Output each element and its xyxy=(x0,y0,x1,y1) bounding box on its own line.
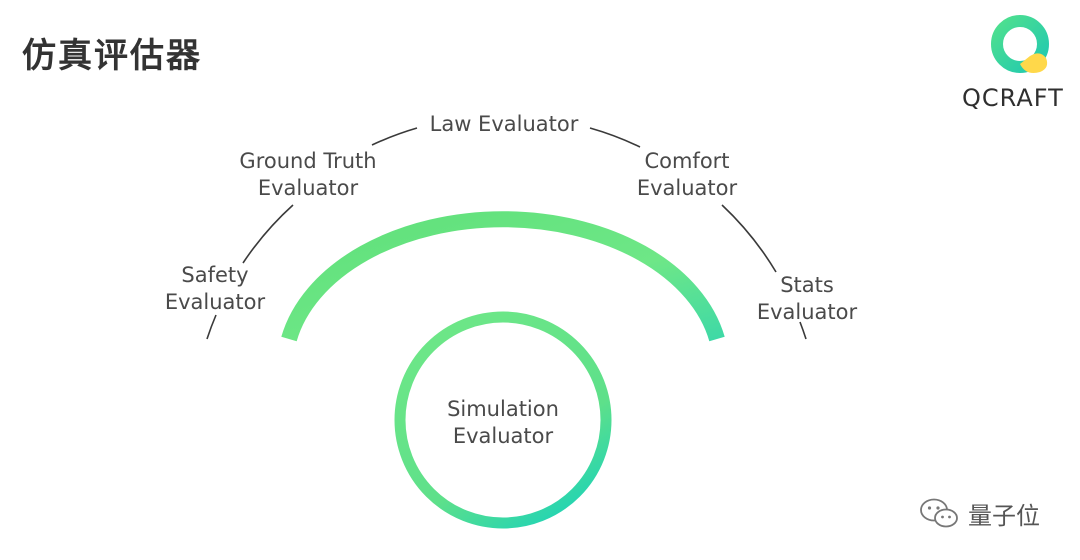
label-simulation-evaluator: Simulation Evaluator xyxy=(447,397,559,448)
watermark: 量子位 xyxy=(918,495,1040,531)
connector-comfort-stats xyxy=(721,204,777,273)
connector-safety-groundtruth xyxy=(206,314,217,340)
label-stats-evaluator: Stats Evaluator xyxy=(756,273,858,324)
watermark-text: 量子位 xyxy=(968,501,1040,530)
label-ground-truth-evaluator: Ground Truth Evaluator xyxy=(239,149,377,200)
connector-law-comfort xyxy=(589,127,641,148)
label-comfort-evaluator: Comfort Evaluator xyxy=(636,149,738,200)
qcraft-logo-icon xyxy=(991,15,1049,73)
connector-stats-end xyxy=(799,321,807,340)
label-safety-evaluator: Safety Evaluator xyxy=(164,263,266,314)
evaluator-arc xyxy=(281,211,725,342)
simulation-ring xyxy=(394,311,612,529)
connector-groundtruth-law xyxy=(371,127,418,146)
wechat-icon xyxy=(920,498,958,528)
slide-title: 仿真评估器 xyxy=(22,36,202,76)
brand-name: QCRAFT xyxy=(962,84,1064,112)
label-law-evaluator: Law Evaluator xyxy=(429,112,579,136)
connector-groundtruth-safety xyxy=(242,204,294,264)
